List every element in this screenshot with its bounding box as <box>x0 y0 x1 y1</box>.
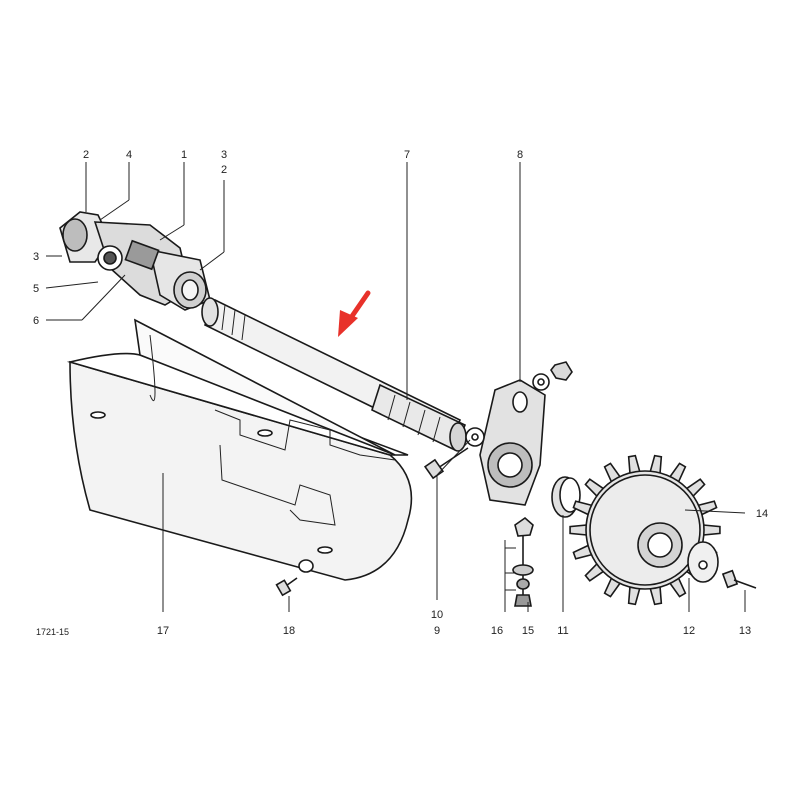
label-5: 5 <box>33 283 39 295</box>
bearing-housing-8 <box>479 379 546 506</box>
highlight-arrow <box>338 290 371 337</box>
adjuster-bolt-15-16 <box>512 516 534 607</box>
label-7: 7 <box>404 149 410 161</box>
label-4: 4 <box>126 149 132 161</box>
label-14: 14 <box>756 508 768 520</box>
sprocket-14 <box>569 454 721 606</box>
part-number-labels: 2 4 1 3 2 3 5 6 7 8 14 10 9 16 15 11 12 … <box>33 149 768 637</box>
label-18: 18 <box>283 625 295 637</box>
label-6: 6 <box>33 315 39 327</box>
label-3-left: 3 <box>33 251 39 263</box>
universal-joint-assembly <box>59 211 211 311</box>
bolt-13 <box>721 569 757 589</box>
label-3-top: 3 <box>221 149 227 161</box>
nut-and-washer <box>532 361 573 391</box>
label-17: 17 <box>157 625 169 637</box>
drive-shaft-7 <box>201 297 467 452</box>
label-15: 15 <box>522 625 534 637</box>
label-16: 16 <box>491 625 503 637</box>
chain-guard-17 <box>66 318 413 581</box>
label-8: 8 <box>517 149 523 161</box>
label-2-right: 2 <box>221 164 227 176</box>
label-13: 13 <box>739 625 751 637</box>
label-9: 9 <box>434 625 440 637</box>
label-1: 1 <box>181 149 187 161</box>
spacer-11 <box>551 476 581 518</box>
leader-lines <box>45 162 746 612</box>
figure-code: 1721-15 <box>36 627 69 637</box>
label-11: 11 <box>557 625 568 637</box>
screw-18 <box>275 559 314 597</box>
label-12: 12 <box>683 625 695 637</box>
label-10: 10 <box>431 609 443 621</box>
washer-12 <box>687 541 719 583</box>
label-2-top: 2 <box>83 149 89 161</box>
